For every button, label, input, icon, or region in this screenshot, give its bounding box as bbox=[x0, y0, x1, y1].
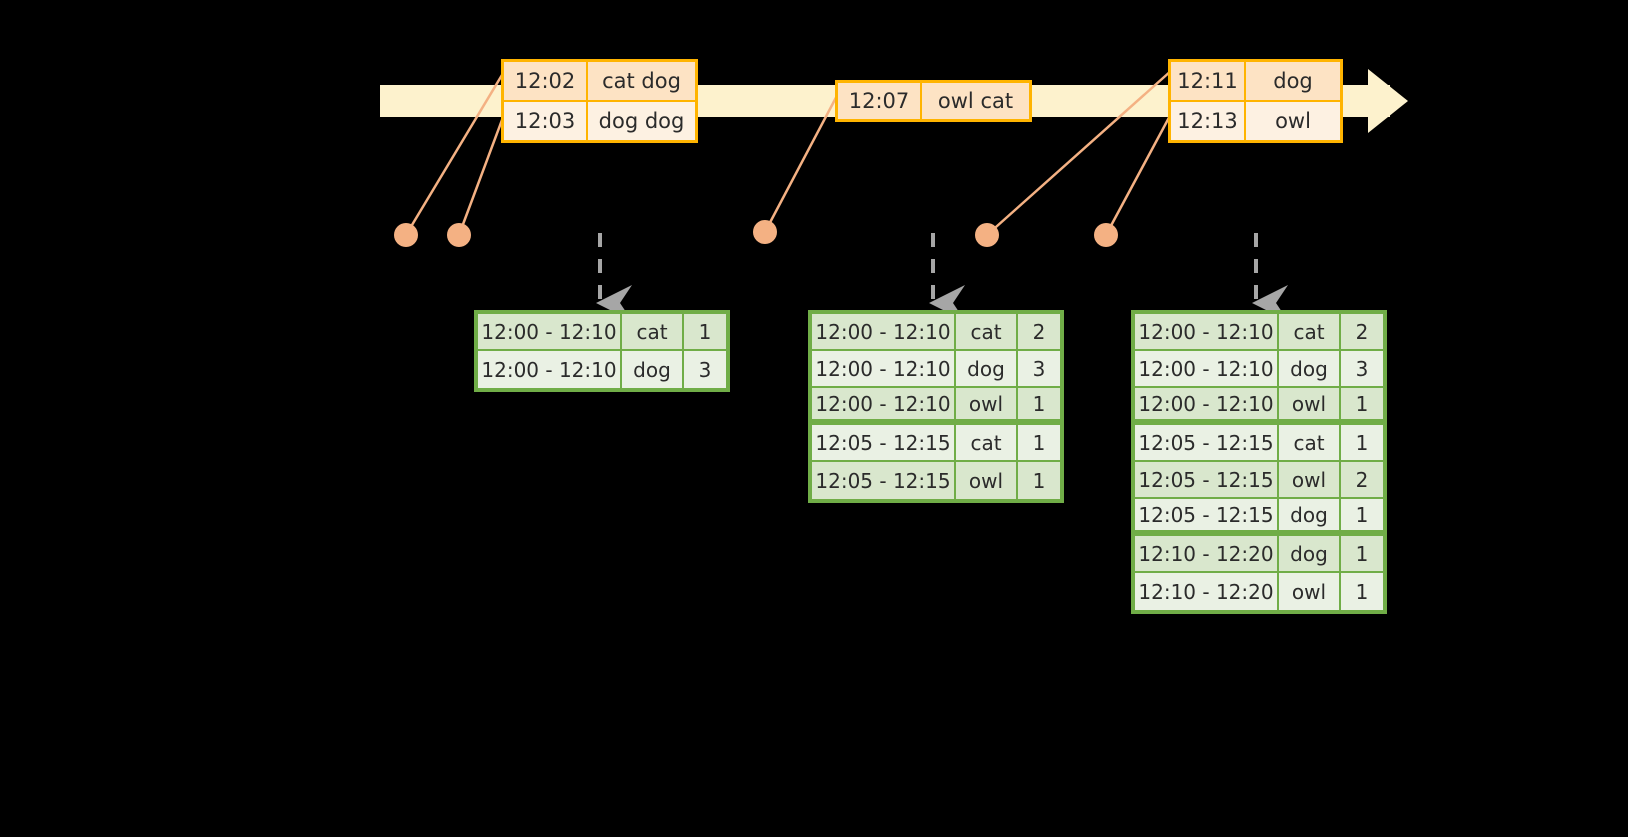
cell-window: 12:00 - 12:10 bbox=[478, 351, 622, 388]
cell-count: 1 bbox=[684, 314, 726, 351]
event-box-1[interactable]: 12:02 cat dog 12:03 dog dog bbox=[501, 59, 698, 143]
cell-window: 12:05 - 12:15 bbox=[812, 425, 956, 462]
cell-count: 2 bbox=[1018, 314, 1060, 351]
cell-count: 3 bbox=[1018, 351, 1060, 388]
cell-word: cat bbox=[622, 314, 684, 351]
cell-word: cat bbox=[956, 314, 1018, 351]
cell-word: cat bbox=[1279, 314, 1341, 351]
cell-window: 12:10 - 12:20 bbox=[1135, 573, 1279, 610]
cell-word: dog bbox=[622, 351, 684, 388]
event-time: 12:03 bbox=[504, 102, 588, 140]
cell-word: dog bbox=[1279, 499, 1341, 532]
cell-count: 1 bbox=[1341, 388, 1383, 421]
cell-count: 2 bbox=[1341, 314, 1383, 351]
cell-window: 12:00 - 12:10 bbox=[1135, 351, 1279, 388]
cell-count: 1 bbox=[1018, 462, 1060, 499]
event-time: 12:11 bbox=[1171, 62, 1246, 100]
timeline-arrowhead bbox=[1368, 69, 1408, 133]
event-row: 12:11 dog bbox=[1171, 62, 1340, 100]
cell-window: 12:00 - 12:10 bbox=[478, 314, 622, 351]
event-words: owl cat bbox=[937, 89, 1014, 113]
cell-window: 12:00 - 12:10 bbox=[812, 314, 956, 351]
cell-word: owl bbox=[956, 388, 1018, 421]
trigger-dot-4 bbox=[975, 223, 999, 247]
trigger-dot-1 bbox=[394, 223, 418, 247]
event-words: cat dog bbox=[602, 69, 681, 93]
cell-word: dog bbox=[1279, 351, 1341, 388]
cell-window: 12:05 - 12:15 bbox=[1135, 462, 1279, 499]
event-row: 12:03 dog dog bbox=[504, 100, 695, 140]
trigger-dot-5 bbox=[1094, 223, 1118, 247]
cell-word: dog bbox=[956, 351, 1018, 388]
cell-count: 1 bbox=[1341, 536, 1383, 573]
cell-word: owl bbox=[1279, 462, 1341, 499]
cell-window: 12:00 - 12:10 bbox=[1135, 388, 1279, 421]
event-words: dog dog bbox=[598, 109, 685, 133]
event-words: dog bbox=[1273, 69, 1313, 93]
event-time: 12:13 bbox=[1171, 102, 1246, 140]
cell-window: 12:00 - 12:10 bbox=[812, 388, 956, 421]
cell-window: 12:10 - 12:20 bbox=[1135, 536, 1279, 573]
connector-dots bbox=[394, 220, 1118, 247]
cell-word: owl bbox=[956, 462, 1018, 499]
event-box-2[interactable]: 12:07 owl cat bbox=[835, 80, 1032, 122]
cell-window: 12:00 - 12:10 bbox=[1135, 314, 1279, 351]
cell-count: 1 bbox=[1341, 573, 1383, 610]
event-words: owl bbox=[1275, 109, 1311, 133]
cell-count: 2 bbox=[1341, 462, 1383, 499]
cell-count: 3 bbox=[1341, 351, 1383, 388]
cell-window: 12:05 - 12:15 bbox=[1135, 499, 1279, 532]
event-row: 12:13 owl bbox=[1171, 100, 1340, 140]
cell-word: cat bbox=[956, 425, 1018, 462]
event-box-3[interactable]: 12:11 dog 12:13 owl bbox=[1168, 59, 1343, 143]
trigger-dot-3 bbox=[753, 220, 777, 244]
event-row: 12:07 owl cat bbox=[838, 83, 1029, 119]
cell-count: 1 bbox=[1341, 499, 1383, 532]
emit-arrows bbox=[596, 233, 1288, 321]
cell-window: 12:05 - 12:15 bbox=[812, 462, 956, 499]
cell-word: owl bbox=[1279, 388, 1341, 421]
trigger-dot-2 bbox=[447, 223, 471, 247]
cell-window: 12:05 - 12:15 bbox=[1135, 425, 1279, 462]
cell-word: owl bbox=[1279, 573, 1341, 610]
connector-line-5 bbox=[1104, 111, 1174, 236]
cell-word: dog bbox=[1279, 536, 1341, 573]
cell-count: 1 bbox=[1341, 425, 1383, 462]
cell-count: 1 bbox=[1018, 388, 1060, 421]
cell-count: 3 bbox=[684, 351, 726, 388]
event-time: 12:07 bbox=[838, 83, 922, 119]
cell-count: 1 bbox=[1018, 425, 1060, 462]
connector-line-2 bbox=[457, 111, 507, 236]
cell-window: 12:00 - 12:10 bbox=[812, 351, 956, 388]
event-time: 12:02 bbox=[504, 62, 588, 100]
cell-word: cat bbox=[1279, 425, 1341, 462]
event-row: 12:02 cat dog bbox=[504, 62, 695, 100]
